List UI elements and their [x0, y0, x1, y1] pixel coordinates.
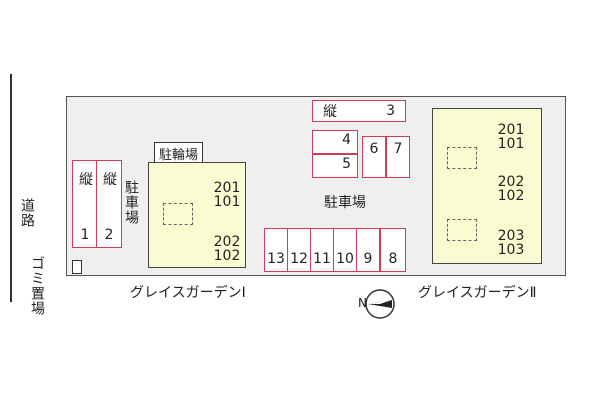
entrance-dashed [447, 219, 477, 241]
slot-number: 8 [388, 251, 398, 267]
parking-slot-11: 11 [310, 228, 334, 272]
unit-101: 101 [497, 136, 525, 152]
slot-number: 9 [363, 251, 373, 267]
entrance-dashed [447, 147, 477, 169]
parking-slot-3: 縦 3 [312, 100, 406, 122]
building-left-name: グレイスガーデンⅠ [130, 285, 246, 301]
building-right-name: グレイスガーデンⅡ [418, 285, 537, 301]
building-left: 201 101 202 102 [148, 162, 246, 268]
slot-number: 5 [342, 156, 351, 172]
slot-number: 11 [313, 251, 331, 267]
building-right: 201 101 202 102 203 103 [432, 108, 542, 264]
unit-203: 203 [497, 228, 525, 244]
parking-slot-5: 5 [312, 154, 358, 178]
unit-101: 101 [213, 194, 241, 210]
road-label: 道路 [19, 198, 35, 228]
slot-number: 1 [80, 227, 90, 243]
road-line [10, 74, 12, 302]
tate-label: 縦 [103, 172, 117, 188]
parking-slot-9: 9 [356, 228, 380, 272]
unit-102: 102 [213, 248, 241, 264]
parking-slot-7: 7 [386, 136, 410, 178]
unit-202: 202 [213, 234, 241, 250]
slot-number: 12 [290, 251, 308, 267]
parking-center-label: 駐車場 [324, 195, 366, 211]
unit-201: 201 [497, 122, 525, 138]
parking-slot-10: 10 [333, 228, 357, 272]
garbage-label: ゴミ置場 [29, 256, 45, 316]
compass-label: N [358, 296, 367, 310]
parking-slot-8: 8 [380, 228, 406, 272]
slot-number: 3 [386, 103, 395, 119]
slot-number: 13 [267, 251, 285, 267]
parking-slot-1: 縦 1 [72, 160, 98, 248]
parking-slot-12: 12 [287, 228, 311, 272]
parking-slot-4: 4 [312, 130, 358, 154]
garbage-box [72, 260, 82, 274]
parking-vertical-label: 駐車場 [123, 180, 139, 225]
slot-number: 2 [104, 227, 114, 243]
unit-201: 201 [213, 180, 241, 196]
bicycle-parking-label: 駐輪場 [154, 142, 204, 165]
parking-slot-6: 6 [362, 136, 386, 178]
parking-slot-2: 縦 2 [96, 160, 122, 248]
slot-number: 10 [336, 251, 354, 267]
slot-number: 6 [369, 141, 379, 157]
unit-202: 202 [497, 174, 525, 190]
compass-icon: N [358, 288, 396, 320]
slot-number: 7 [393, 141, 403, 157]
entrance-dashed [163, 203, 193, 225]
tate-label: 縦 [323, 104, 337, 120]
tate-label: 縦 [79, 172, 93, 188]
unit-103: 103 [497, 242, 525, 258]
parking-slot-13: 13 [264, 228, 288, 272]
slot-number: 4 [342, 132, 351, 148]
unit-102: 102 [497, 188, 525, 204]
